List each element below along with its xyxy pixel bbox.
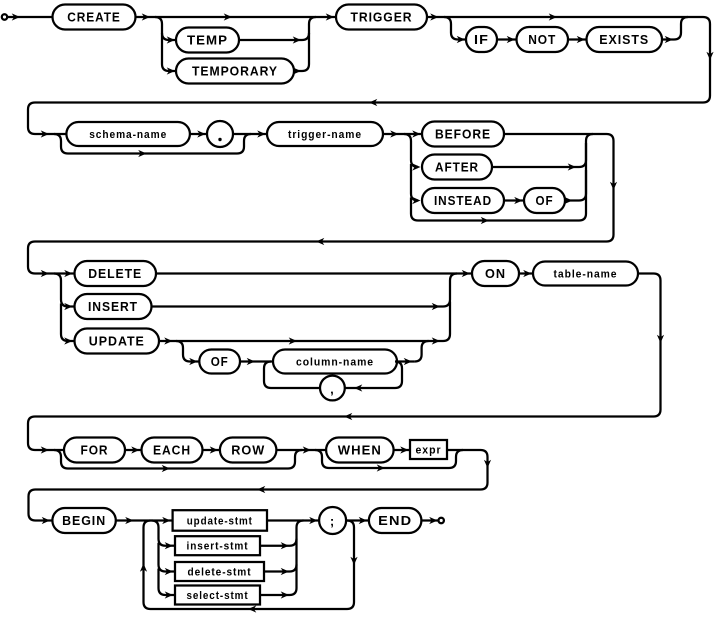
svg-text:;: ; — [330, 514, 335, 529]
svg-text:END: END — [378, 513, 412, 528]
svg-text:TEMPORARY: TEMPORARY — [192, 64, 278, 79]
svg-text:TRIGGER: TRIGGER — [351, 10, 413, 25]
svg-text:FOR: FOR — [81, 443, 109, 458]
svg-text:OF: OF — [536, 193, 554, 208]
svg-text:EXISTS: EXISTS — [599, 32, 649, 47]
svg-text:,: , — [330, 381, 335, 396]
svg-text:trigger-name: trigger-name — [288, 129, 362, 141]
svg-text:DELETE: DELETE — [88, 266, 142, 281]
svg-text:BEFORE: BEFORE — [435, 127, 491, 142]
svg-text:TEMP: TEMP — [187, 33, 228, 48]
svg-text:NOT: NOT — [528, 32, 556, 47]
svg-text:delete-stmt: delete-stmt — [188, 567, 252, 579]
svg-text:EACH: EACH — [153, 443, 191, 458]
svg-text:IF: IF — [474, 32, 489, 47]
svg-text:BEGIN: BEGIN — [62, 513, 106, 528]
svg-text:INSERT: INSERT — [88, 299, 138, 314]
svg-text:AFTER: AFTER — [435, 160, 479, 175]
svg-text:table-name: table-name — [554, 269, 618, 281]
svg-text:WHEN: WHEN — [338, 443, 382, 458]
svg-text:CREATE: CREATE — [67, 10, 121, 25]
svg-text:expr: expr — [416, 445, 442, 457]
svg-text:column-name: column-name — [296, 357, 374, 369]
svg-text:ON: ON — [485, 266, 506, 281]
svg-text:select-stmt: select-stmt — [187, 590, 249, 602]
svg-text:UPDATE: UPDATE — [89, 334, 145, 349]
svg-text:INSTEAD: INSTEAD — [434, 193, 492, 208]
svg-text:update-stmt: update-stmt — [187, 516, 253, 528]
svg-text:insert-stmt: insert-stmt — [187, 541, 249, 553]
svg-text:OF: OF — [211, 354, 229, 369]
svg-text:schema-name: schema-name — [89, 129, 167, 141]
svg-text:ROW: ROW — [231, 443, 265, 458]
